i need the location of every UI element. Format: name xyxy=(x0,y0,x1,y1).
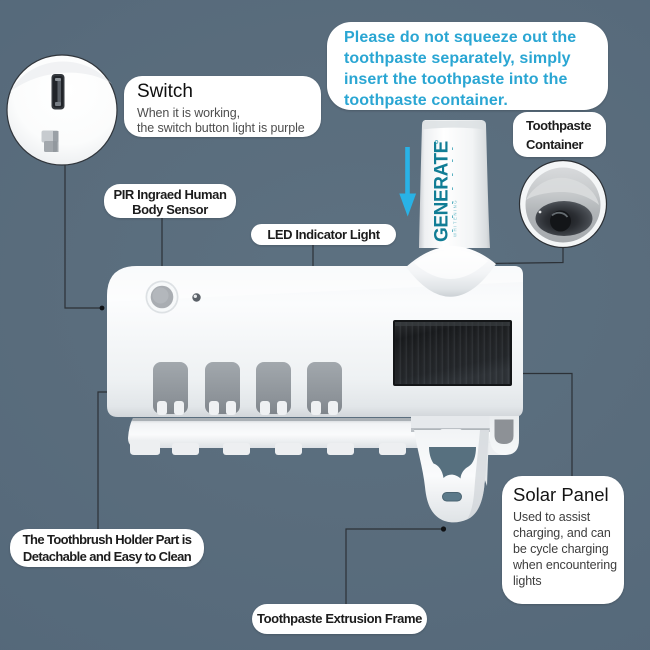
svg-text:GENERATE: GENERATE xyxy=(432,141,453,242)
svg-text:WHITENING: WHITENING xyxy=(453,199,458,237)
